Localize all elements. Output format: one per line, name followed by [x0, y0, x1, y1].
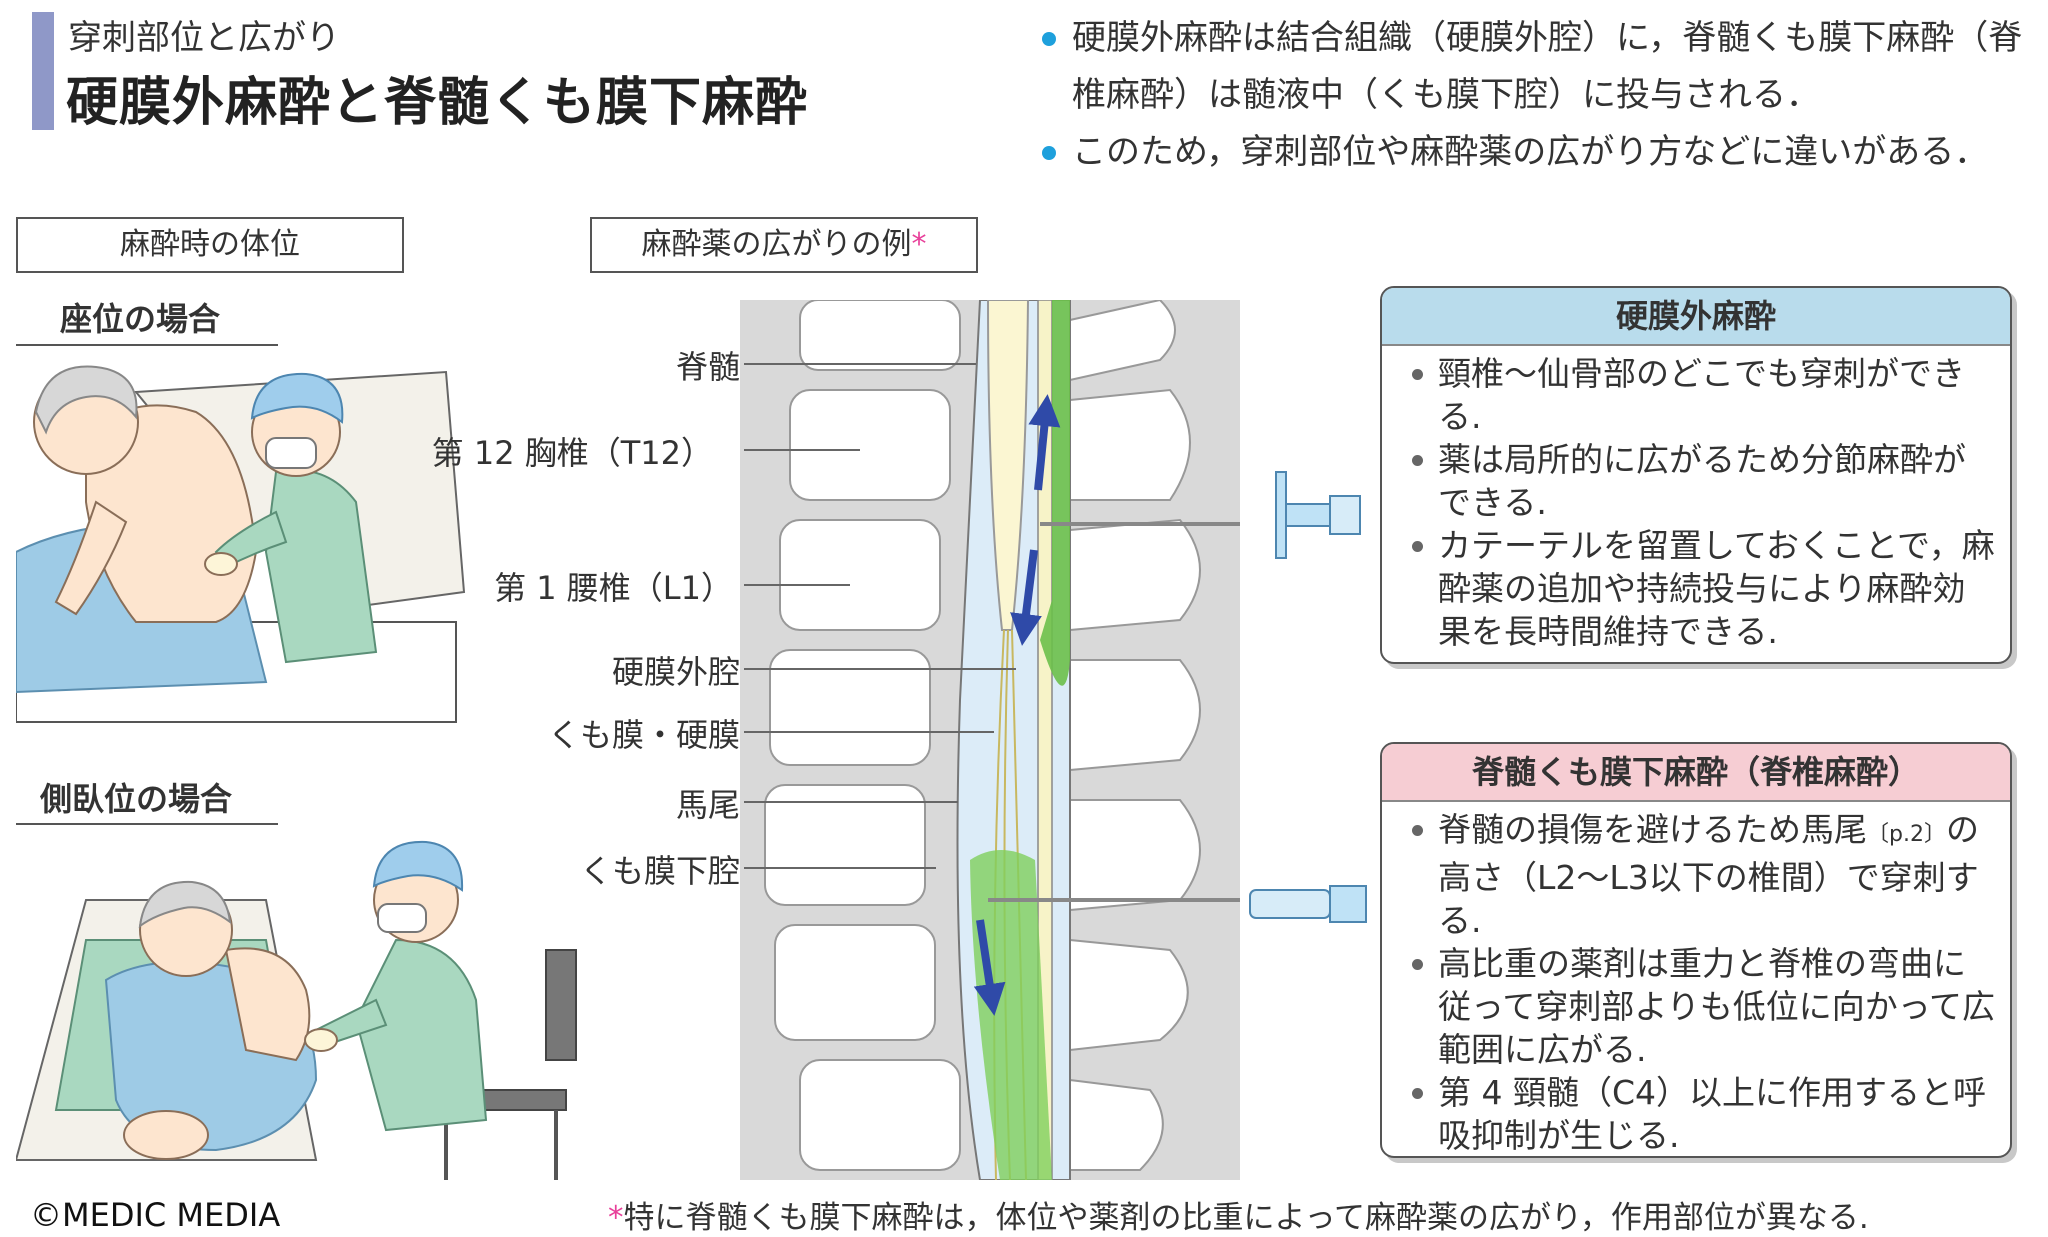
- copyright: ©MEDIC MEDIA: [30, 1196, 281, 1234]
- leader-line: [744, 584, 850, 586]
- spread-box-text: 麻酔薬の広がりの例: [641, 227, 912, 262]
- epidural-item: 頸椎〜仙骨部のどこでも穿刺ができる.: [1412, 352, 1996, 438]
- header-subtitle: 穿刺部位と広がり: [68, 18, 340, 58]
- lateral-label: 側臥位の場合: [40, 780, 233, 818]
- epidural-item: 薬は局所的に広がるため分節麻酔ができる.: [1412, 438, 1996, 524]
- leader-line: [744, 668, 1016, 670]
- leader-line: [744, 449, 860, 451]
- spinal-panel-body: 脊髄の損傷を避けるため馬尾〔p.2〕の高さ（L2〜L3以下の椎間）で穿刺する. …: [1382, 802, 2010, 1156]
- spinal-panel: 脊髄くも膜下麻酔（脊椎麻酔） 脊髄の損傷を避けるため馬尾〔p.2〕の高さ（L2〜…: [1380, 742, 2012, 1158]
- label-subarachnoid-space: くも膜下腔: [579, 852, 740, 890]
- sitting-illustration: [16, 365, 466, 723]
- leader-line: [744, 867, 936, 869]
- page-reference: 〔p.2〕: [1867, 822, 1946, 847]
- label-spinal-cord: 脊髄: [675, 348, 740, 386]
- sitting-label: 座位の場合: [60, 300, 221, 338]
- spinous-processes: [1069, 300, 1201, 1171]
- spread-box-asterisk: *: [911, 227, 927, 262]
- footnote-text: 特に脊髄くも膜下麻酔は，体位や薬剤の比重によって麻酔薬の広がり，作用部位が異なる…: [623, 1200, 1869, 1236]
- label-cauda-equina: 馬尾: [675, 786, 740, 824]
- spinal-item-text: 脊髄の損傷を避けるため馬尾: [1438, 810, 1867, 849]
- epidural-panel-title: 硬膜外麻酔: [1382, 288, 2010, 346]
- spinal-item-text: の高さ（L2〜L3以下の椎間）で穿刺する.: [1438, 810, 1979, 940]
- epidural-needle-hub: [1275, 471, 1361, 559]
- epidural-item: カテーテルを留置しておくことで，麻酔薬の追加や持続投与により麻酔効果を長時間維持…: [1412, 524, 1996, 653]
- label-l1: 第 1 腰椎（L1）: [494, 569, 733, 607]
- label-t12: 第 12 胸椎（T12）: [431, 434, 713, 472]
- label-arachnoid-dura: くも膜・硬膜: [547, 716, 740, 754]
- vertebral-bodies: [764, 300, 961, 1171]
- intro-bullets: 硬膜外麻酔は結合組織（硬膜外腔）に，脊髄くも膜下麻酔（脊椎麻酔）は髄液中（くも膜…: [1040, 10, 2040, 181]
- position-box-label: 麻酔時の体位: [16, 217, 404, 273]
- leader-line: [744, 731, 994, 733]
- leader-line: [744, 363, 976, 365]
- label-epidural-space: 硬膜外腔: [611, 653, 740, 691]
- sitting-underline: [16, 344, 278, 346]
- lateral-underline: [16, 823, 278, 825]
- footnote: *特に脊髄くも膜下麻酔は，体位や薬剤の比重によって麻酔薬の広がり，作用部位が異な…: [608, 1192, 1869, 1237]
- intro-bullet: 硬膜外麻酔は結合組織（硬膜外腔）に，脊髄くも膜下麻酔（脊椎麻酔）は髄液中（くも膜…: [1040, 10, 2040, 124]
- epidural-panel-body: 頸椎〜仙骨部のどこでも穿刺ができる. 薬は局所的に広がるため分節麻酔ができる. …: [1382, 346, 2010, 653]
- footnote-asterisk: *: [608, 1200, 624, 1236]
- lateral-illustration: [16, 840, 577, 1180]
- epidural-panel: 硬膜外麻酔 頸椎〜仙骨部のどこでも穿刺ができる. 薬は局所的に広がるため分節麻酔…: [1380, 286, 2012, 664]
- spinal-item: 高比重の薬剤は重力と脊椎の弯曲に従って穿刺部よりも低位に向かって広範囲に広がる.: [1412, 942, 1996, 1071]
- spinal-item: 第 4 頸髄（C4）以上に作用すると呼吸抑制が生じる.: [1412, 1071, 1996, 1156]
- spinal-panel-title: 脊髄くも膜下麻酔（脊椎麻酔）: [1382, 744, 2010, 802]
- leader-line: [744, 801, 958, 803]
- spread-box-label: 麻酔薬の広がりの例*: [590, 217, 978, 273]
- page-title: 硬膜外麻酔と脊髄くも膜下麻酔: [66, 73, 809, 133]
- intro-bullet: このため，穿刺部位や麻酔薬の広がり方などに違いがある．: [1040, 124, 2040, 181]
- spinal-item: 脊髄の損傷を避けるため馬尾〔p.2〕の高さ（L2〜L3以下の椎間）で穿刺する.: [1412, 808, 1996, 942]
- spinal-needle-hub: [1249, 885, 1367, 923]
- header-accent-bar: [32, 12, 54, 130]
- spine-diagram: [740, 300, 1240, 1180]
